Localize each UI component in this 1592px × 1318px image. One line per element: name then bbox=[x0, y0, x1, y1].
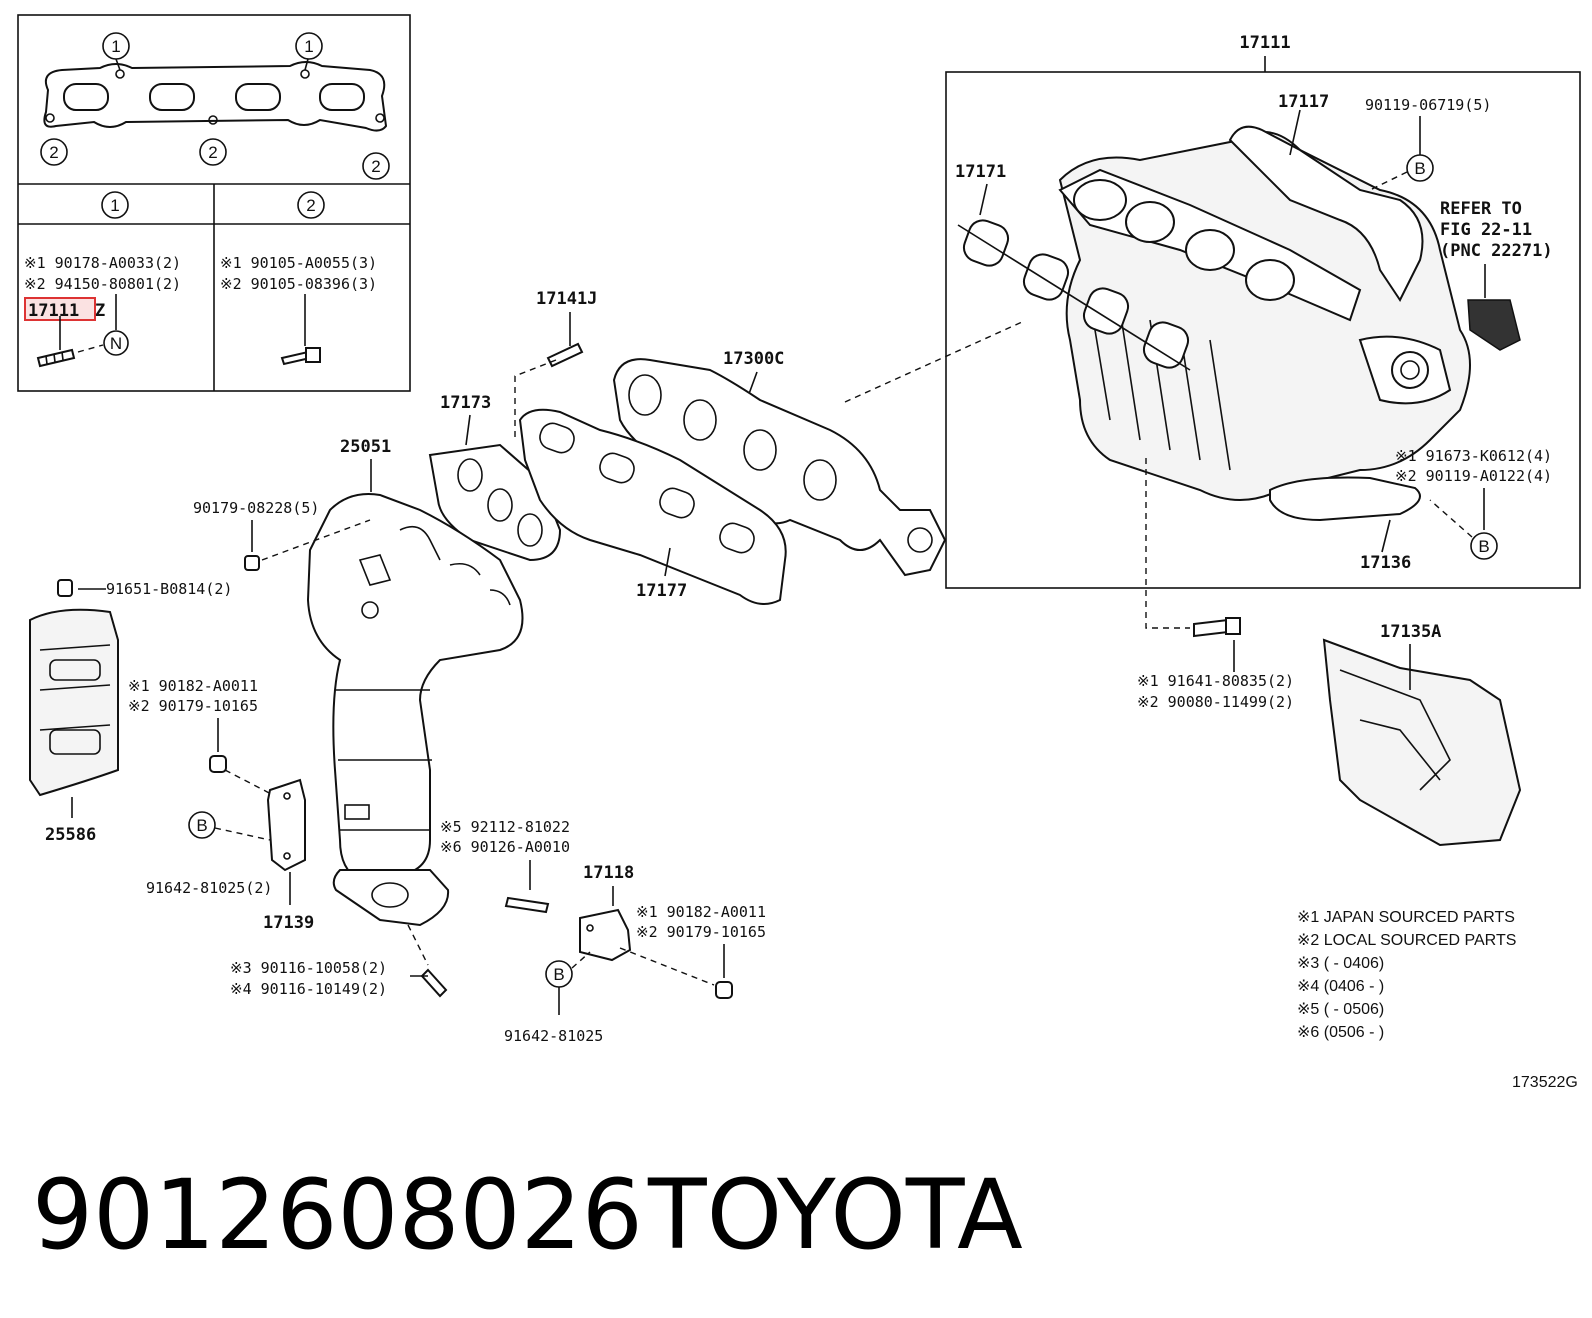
label-17118: 17118 bbox=[583, 863, 634, 883]
callout-marker-text: 2 bbox=[49, 143, 58, 162]
callout-marker-2c bbox=[362, 152, 390, 180]
label-91642-81025: 91642-81025 bbox=[504, 1027, 603, 1045]
inset-col1-line1: ※1 90178-A0033(2) bbox=[24, 254, 181, 272]
label-17141j: 17141J bbox=[536, 289, 597, 309]
note-line: ※4 (0406 - ) bbox=[1297, 978, 1384, 995]
label-17136: 17136 bbox=[1360, 553, 1411, 573]
label-25586: 25586 bbox=[45, 825, 96, 845]
heat-shield-25586 bbox=[29, 608, 119, 797]
stud-17141j-icon bbox=[546, 342, 584, 368]
label-17111: 17111 bbox=[1239, 33, 1290, 53]
label-91673: ※1 91673-K0612(4) bbox=[1395, 447, 1552, 465]
callout-marker-text: 2 bbox=[208, 143, 217, 162]
callout-n: N bbox=[110, 334, 122, 353]
label-90179-10165-a: ※2 90179-10165 bbox=[128, 697, 258, 715]
refer-line2: FIG 22-11 bbox=[1440, 220, 1532, 240]
label-17117: 17117 bbox=[1278, 92, 1329, 112]
gasket-inset: 1 1 2 2 2 1 2 ※1 90178-A0033(2) ※2 94150… bbox=[17, 14, 411, 392]
exhaust-gasket-17177 bbox=[518, 408, 787, 605]
highlighted-part-suffix: Z bbox=[95, 301, 105, 321]
callout-b: B bbox=[196, 816, 207, 835]
label-92112: ※5 92112-81022 bbox=[440, 818, 570, 836]
label-90182-b: ※1 90182-A0011 bbox=[636, 903, 766, 921]
refer-line1: REFER TO bbox=[1440, 199, 1522, 219]
label-17300c: 17300C bbox=[723, 349, 784, 369]
inset-col1-header: 1 bbox=[110, 196, 119, 215]
bolt-91641 bbox=[1193, 617, 1241, 638]
label-91642-81025-2: 91642-81025(2) bbox=[146, 879, 272, 897]
label-90126: ※6 90126-A0010 bbox=[440, 838, 570, 856]
nut-icon bbox=[209, 755, 227, 773]
bracket-17118 bbox=[579, 908, 632, 962]
part-number-title: 9012608026 bbox=[32, 1159, 643, 1271]
legend-notes: ※1 JAPAN SOURCED PARTS ※2 LOCAL SOURCED … bbox=[1297, 909, 1516, 1041]
callout-b: B bbox=[1414, 159, 1425, 178]
refer-line3: (PNC 22271) bbox=[1440, 241, 1553, 261]
inset-col2-header: 2 bbox=[306, 196, 315, 215]
brand-title: TOYOTA bbox=[647, 1159, 1023, 1271]
label-17135a: 17135A bbox=[1380, 622, 1441, 642]
label-90116-10149: ※4 90116-10149(2) bbox=[230, 980, 387, 998]
heat-insulator-17173 bbox=[428, 443, 562, 562]
inset-col2-line1: ※1 90105-A0055(3) bbox=[220, 254, 377, 272]
note-line: ※3 ( - 0406) bbox=[1297, 955, 1384, 972]
label-91641: ※1 91641-80835(2) bbox=[1137, 672, 1294, 690]
callout-marker-text: 1 bbox=[304, 37, 313, 56]
note-line: ※1 JAPAN SOURCED PARTS bbox=[1297, 909, 1515, 926]
heat-insulator-17135a bbox=[1322, 638, 1522, 847]
highlighted-part-number: 17111 bbox=[28, 301, 79, 321]
label-90116-10058: ※3 90116-10058(2) bbox=[230, 959, 387, 977]
callout-marker-2b bbox=[199, 138, 227, 166]
label-17139: 17139 bbox=[263, 913, 314, 933]
label-90080: ※2 90080-11499(2) bbox=[1137, 693, 1294, 711]
inset-col2-line2: ※2 90105-08396(3) bbox=[220, 275, 377, 293]
inset-col1-line2: ※2 94150-80801(2) bbox=[24, 275, 181, 293]
callout-marker-2a bbox=[40, 138, 68, 166]
bracket-17139 bbox=[266, 778, 306, 872]
label-90119-06719: 90119-06719(5) bbox=[1365, 96, 1491, 114]
label-90182-a: ※1 90182-A0011 bbox=[128, 677, 258, 695]
exhaust-converter-25051 bbox=[306, 493, 524, 927]
note-line: ※6 (0506 - ) bbox=[1297, 1024, 1384, 1041]
note-line: ※2 LOCAL SOURCED PARTS bbox=[1297, 932, 1516, 949]
label-17177: 17177 bbox=[636, 581, 687, 601]
callout-marker-text: 2 bbox=[371, 157, 380, 176]
hatched-part-icon bbox=[1467, 299, 1521, 351]
label-17173: 17173 bbox=[440, 393, 491, 413]
note-line: ※5 ( - 0506) bbox=[1297, 1001, 1384, 1018]
callout-marker-text: 1 bbox=[111, 37, 120, 56]
callout-b: B bbox=[553, 965, 564, 984]
nut-icon bbox=[244, 555, 260, 571]
stud-icon bbox=[420, 968, 448, 998]
label-91651: 91651-B0814(2) bbox=[106, 580, 232, 598]
nut-icon bbox=[715, 981, 733, 999]
label-90179-08228: 90179-08228(5) bbox=[193, 499, 319, 517]
bolt-91651 bbox=[57, 579, 73, 597]
label-25051: 25051 bbox=[340, 437, 391, 457]
callout-b: B bbox=[1478, 537, 1489, 556]
bolt-icon bbox=[280, 347, 321, 366]
figure-id: 173522G bbox=[1512, 1074, 1578, 1091]
intake-gasket-17171 bbox=[957, 219, 1191, 371]
label-90119-a0122: ※2 90119-A0122(4) bbox=[1395, 467, 1552, 485]
label-17171: 17171 bbox=[955, 162, 1006, 182]
label-90179-10165-b: ※2 90179-10165 bbox=[636, 923, 766, 941]
callout-marker-1b bbox=[295, 32, 323, 60]
intake-manifold-group: 17111 17117 90119-06719(5) B 17171 bbox=[945, 33, 1581, 589]
stud-bolt-icon bbox=[36, 316, 76, 368]
callout-marker-1a bbox=[102, 32, 130, 60]
stud-icon bbox=[504, 896, 550, 914]
